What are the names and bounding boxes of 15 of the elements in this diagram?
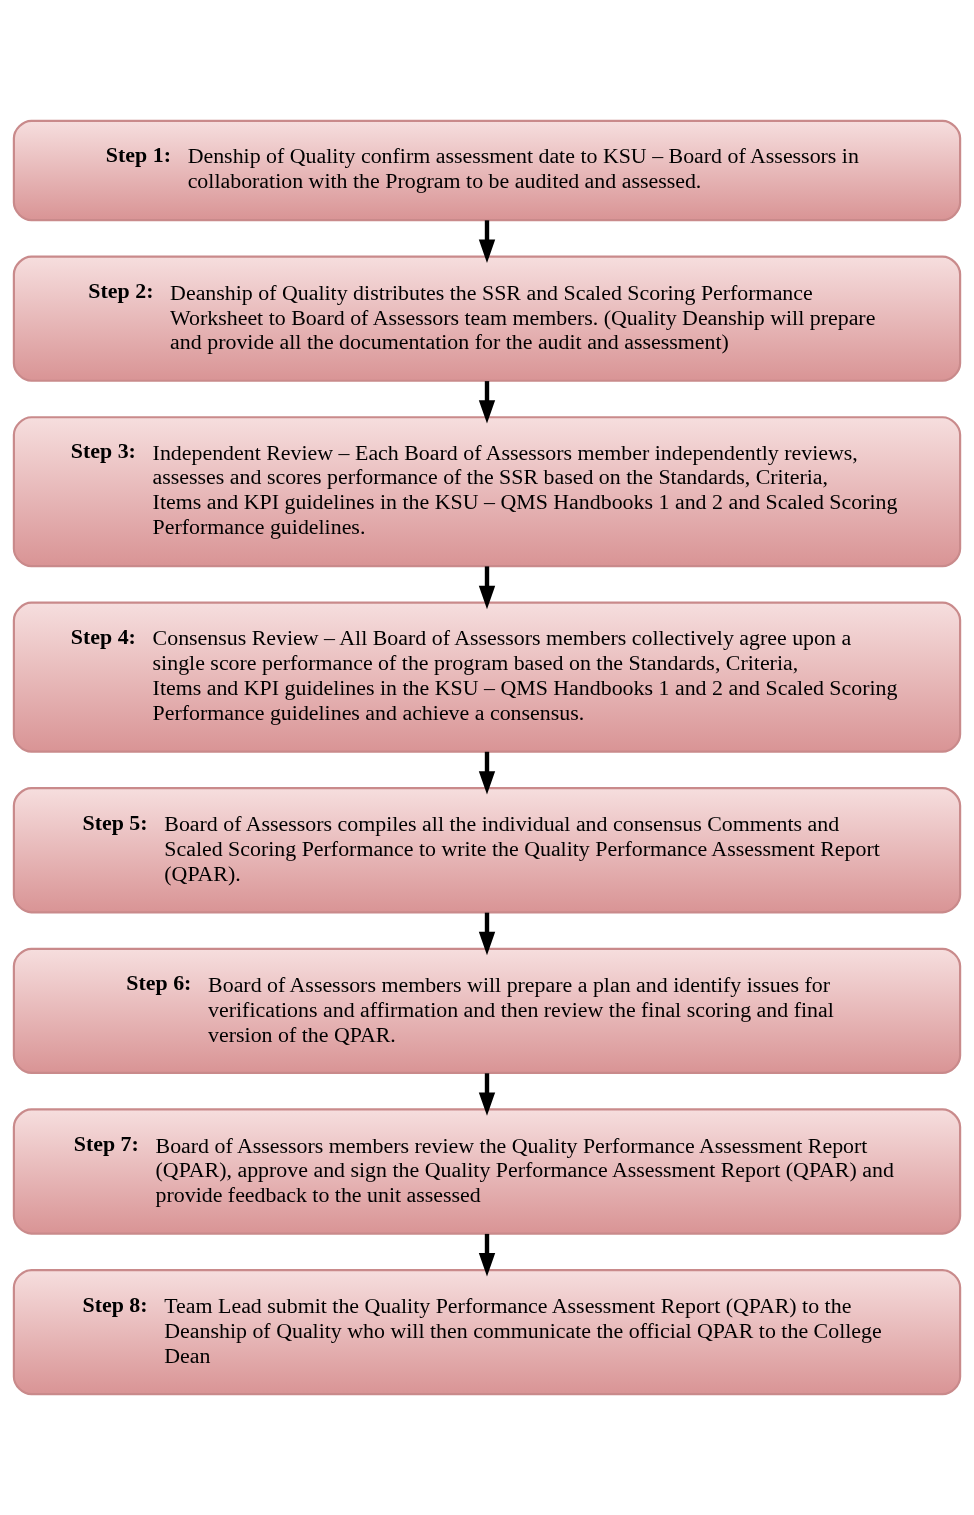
arrow [478, 751, 496, 795]
arrow [478, 566, 496, 610]
arrow [478, 912, 496, 956]
node-box: Step 3: Independent Review – Each Board of Assessors member independently reviews, assesses and scores performance of the SSR based on the Standards, Criteria, Items and KPI guidelines in the KSU – QMS Handbooks 1 and 2 and Scaled Scoring Performance guidelines. [12, 416, 962, 568]
node-box: Step 6: Board of Assessors members will prepare a plan and identify issues for verifications and affirmation and then review the final scoring and final version of the QPAR. [12, 947, 962, 1074]
node-box: Step 7: Board of Assessors members review the Quality Performance Assessment Report (QPAR), approve and sign the Quality Performance Assessment Report (QPAR) and provide feedback to the unit assessed [12, 1108, 962, 1235]
node-box: Step 5: Board of Assessors compiles all the individual and consensus Comments and Scaled Scoring Performance to write the Quality Performance Assessment Report (QPAR). [12, 787, 962, 914]
node-box: Step 8: Team Lead submit the Quality Performance Assessment Report (QPAR) to the Deanship of Quality who will then communicate the official QPAR to the College Dean [12, 1268, 962, 1396]
node-box: Step 2: Deanship of Quality distributes the SSR and Scaled Scoring Performance Worksheet to Board of Assessors team members. (Quality Deanship will prepare and provide all the documentation for the audit and assessment) [12, 255, 962, 382]
node-box: Step 1: Denship of Quality confirm assessment date to KSU – Board of Assessors in collaboration with the Program to be audited and assessed. [12, 119, 962, 222]
arrow [478, 1233, 496, 1277]
arrow [478, 381, 496, 424]
node-box: Step 4: Consensus Review – All Board of Assessors members collectively agree upon a single score performance of the program based on the Standards, Criteria, Items and KPI guidelines in the KSU – QMS Handbooks 1 and 2 and Scaled Scoring Performance guidelines and achieve a consensus. [12, 601, 962, 753]
arrow [478, 220, 496, 264]
arrow [478, 1073, 496, 1116]
